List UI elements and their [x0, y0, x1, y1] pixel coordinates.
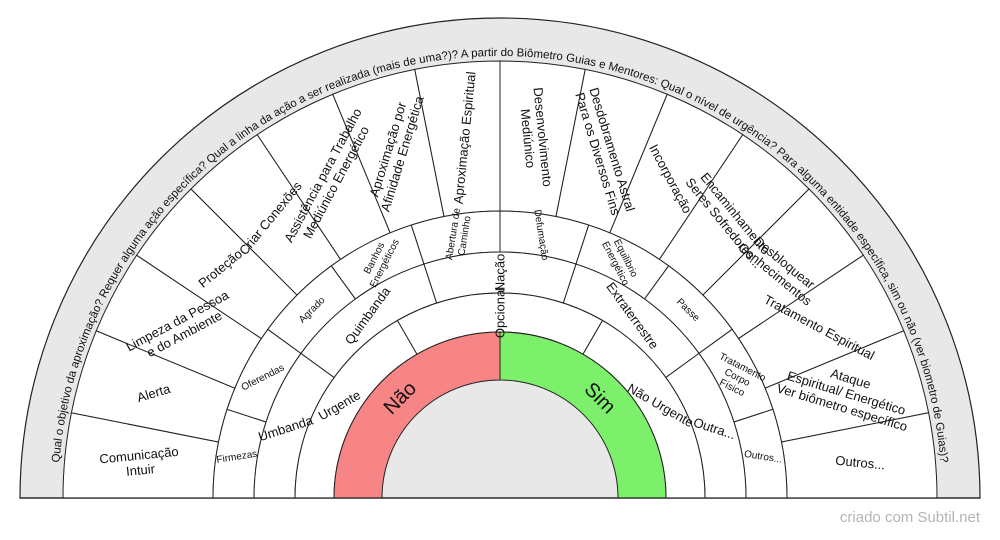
segments-layer — [20, 60, 980, 499]
pendulum-chart: Qual o objetivo da aproximação? Requer a… — [19, 17, 981, 499]
ring1-label: Outros... — [835, 453, 886, 473]
ring3-label: Nação — [493, 254, 508, 292]
ring4-label: Opcional — [493, 287, 508, 338]
credit-text: criado com Subtil.net — [839, 509, 980, 526]
